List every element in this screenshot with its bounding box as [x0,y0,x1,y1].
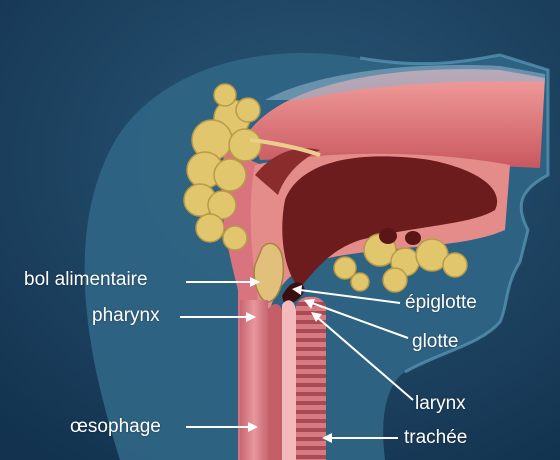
oesophagus [240,300,268,460]
label-pharynx: pharynx [92,305,160,327]
label-larynx: larynx [415,393,466,415]
label-trachee: trachée [404,427,467,449]
trachea-lumen [282,300,296,460]
label-glotte: glotte [412,331,458,353]
label-oesophage: œsophage [70,416,161,438]
airway-gap [268,304,282,460]
label-epiglotte: épiglotte [405,292,477,314]
label-bol-alimentaire: bol alimentaire [24,269,148,291]
